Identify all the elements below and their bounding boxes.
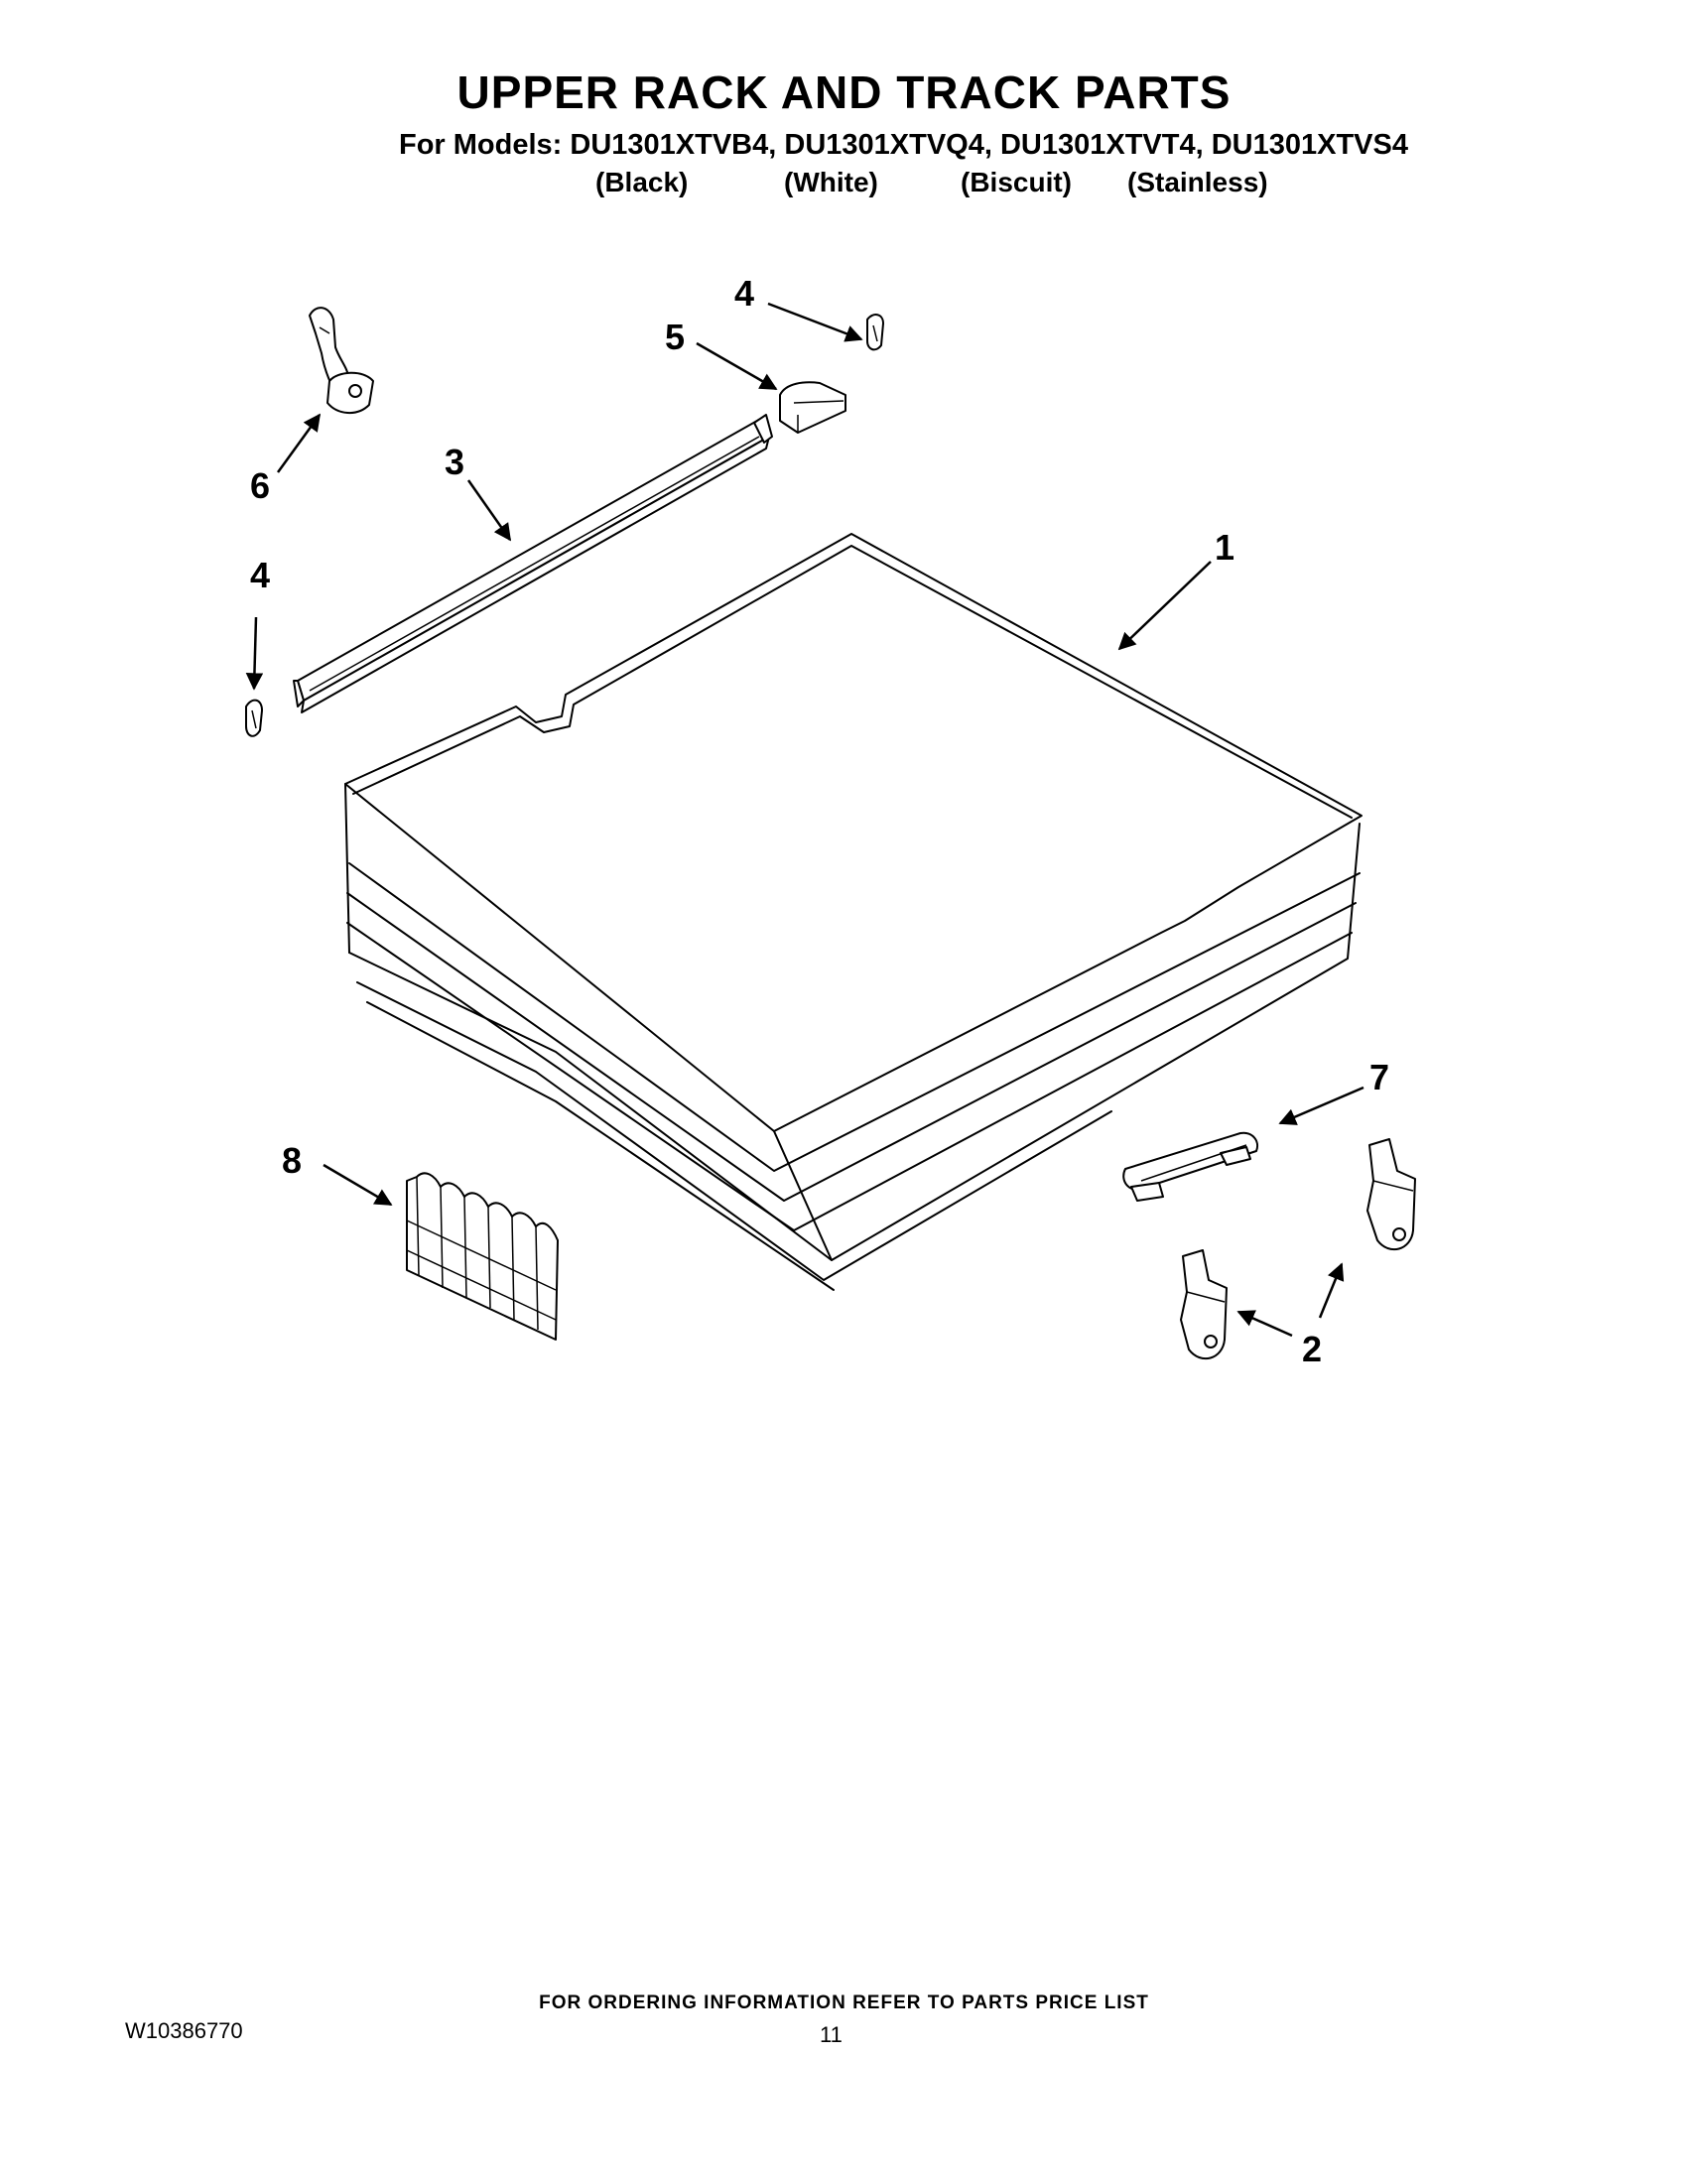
leader-3 bbox=[466, 479, 512, 542]
part-2-roller-lower bbox=[1180, 1249, 1228, 1360]
callout-5: 5 bbox=[665, 317, 685, 357]
color-black: (Black) bbox=[595, 167, 689, 197]
leader-5 bbox=[696, 341, 778, 391]
part-6-rack-adjuster bbox=[309, 307, 374, 414]
leader-4-top bbox=[767, 302, 863, 342]
part-8-utensil-divider bbox=[406, 1172, 559, 1341]
leader-4-left bbox=[245, 616, 264, 691]
part-5-rail-stop bbox=[779, 381, 846, 434]
part-2-roller-upper bbox=[1366, 1138, 1416, 1251]
leader-1 bbox=[1117, 561, 1212, 651]
page-title: UPPER RACK AND TRACK PARTS bbox=[456, 66, 1232, 118]
part-7-slide-stop bbox=[1122, 1131, 1258, 1202]
callout-1: 1 bbox=[1215, 527, 1234, 568]
callout-7: 7 bbox=[1369, 1057, 1389, 1097]
document-number: W10386770 bbox=[125, 2018, 243, 2043]
color-biscuit: (Biscuit) bbox=[961, 167, 1072, 197]
callout-6: 6 bbox=[250, 465, 270, 506]
callout-3: 3 bbox=[445, 442, 464, 482]
color-stainless: (Stainless) bbox=[1127, 167, 1268, 197]
leader-2-upper bbox=[1318, 1262, 1345, 1319]
part-1-upper-rack bbox=[344, 533, 1363, 1291]
callout-4-left: 4 bbox=[250, 555, 270, 595]
page-number: 11 bbox=[820, 2022, 843, 2047]
leader-8 bbox=[323, 1163, 393, 1207]
ordering-note: FOR ORDERING INFORMATION REFER TO PARTS … bbox=[539, 1992, 1149, 2013]
callout-2: 2 bbox=[1302, 1329, 1322, 1369]
leader-6 bbox=[276, 413, 322, 473]
leader-7 bbox=[1278, 1086, 1364, 1125]
part-4-end-cap-top bbox=[866, 314, 884, 351]
part-4-end-cap-left bbox=[245, 699, 263, 737]
callout-8: 8 bbox=[282, 1140, 302, 1181]
color-white: (White) bbox=[784, 167, 878, 197]
leader-2-lower bbox=[1236, 1310, 1293, 1338]
callout-4-top: 4 bbox=[734, 273, 754, 314]
models-line: For Models: DU1301XTVB4, DU1301XTVQ4, DU… bbox=[399, 129, 1408, 161]
part-3-track-rail bbox=[293, 414, 773, 713]
